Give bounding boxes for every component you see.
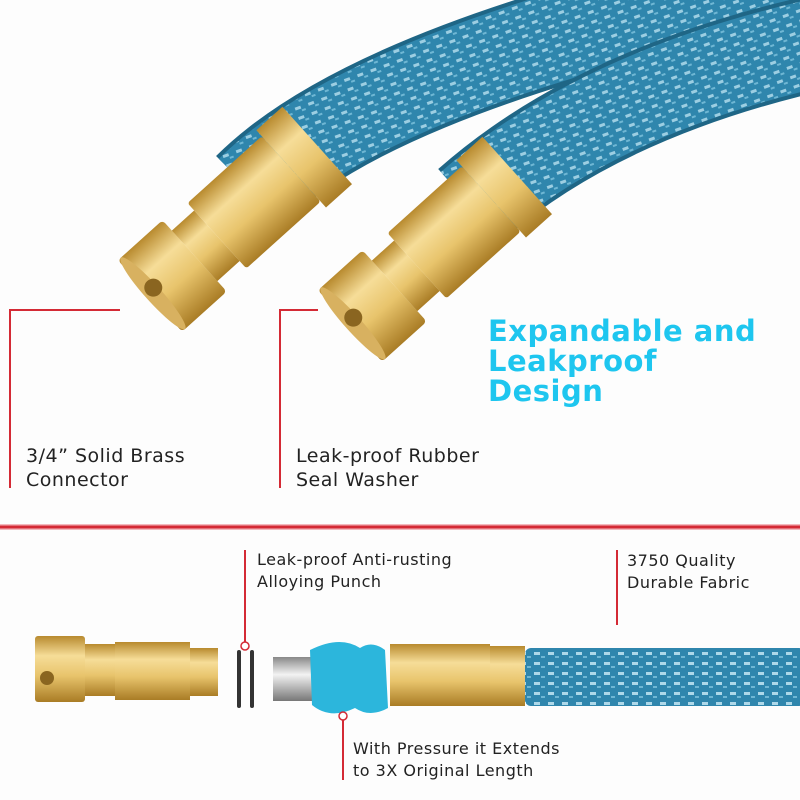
callout-brass-connector: 3/4” Solid Brass Connector [26,444,185,492]
callout-text: to 3X Original Length [353,761,534,780]
headline-line-1: Expandable and [488,314,757,348]
alloy-punch [273,657,313,701]
callout-text: Durable Fabric [627,573,750,592]
headline-line-2: Leakproof [488,344,658,378]
headline: Expandable and Leakproof Design [488,316,756,406]
headline-line-3: Design [488,374,604,408]
o-rings [237,641,254,708]
callout-alloy-punch: Leak-proof Anti-rusting Alloying Punch [257,549,452,593]
callout-text: Alloying Punch [257,572,382,591]
hose-bottom [525,648,800,706]
callout-text: Connector [26,469,129,491]
callout-text: Leak-proof Rubber [296,445,480,467]
brass-ferrule [390,644,525,706]
callout-seal-washer: Leak-proof Rubber Seal Washer [296,444,479,492]
expanded-inner-hose [310,641,388,714]
callout-extends: With Pressure it Extends to 3X Original … [353,738,560,782]
callout-text: 3750 Quality [627,551,736,570]
brass-connector-1 [119,106,353,331]
callout-line-2 [279,309,318,488]
callout-text: Leak-proof Anti-rusting [257,550,453,569]
callout-text: Seal Washer [296,469,419,491]
callout-line-1 [9,309,120,488]
brass-connector-2 [319,136,553,361]
callout-text: With Pressure it Extends [353,739,560,758]
callout-fabric: 3750 Quality Durable Fabric [627,550,750,594]
callout-text: 3/4” Solid Brass [26,445,186,467]
brass-connector-exploded [35,636,218,702]
